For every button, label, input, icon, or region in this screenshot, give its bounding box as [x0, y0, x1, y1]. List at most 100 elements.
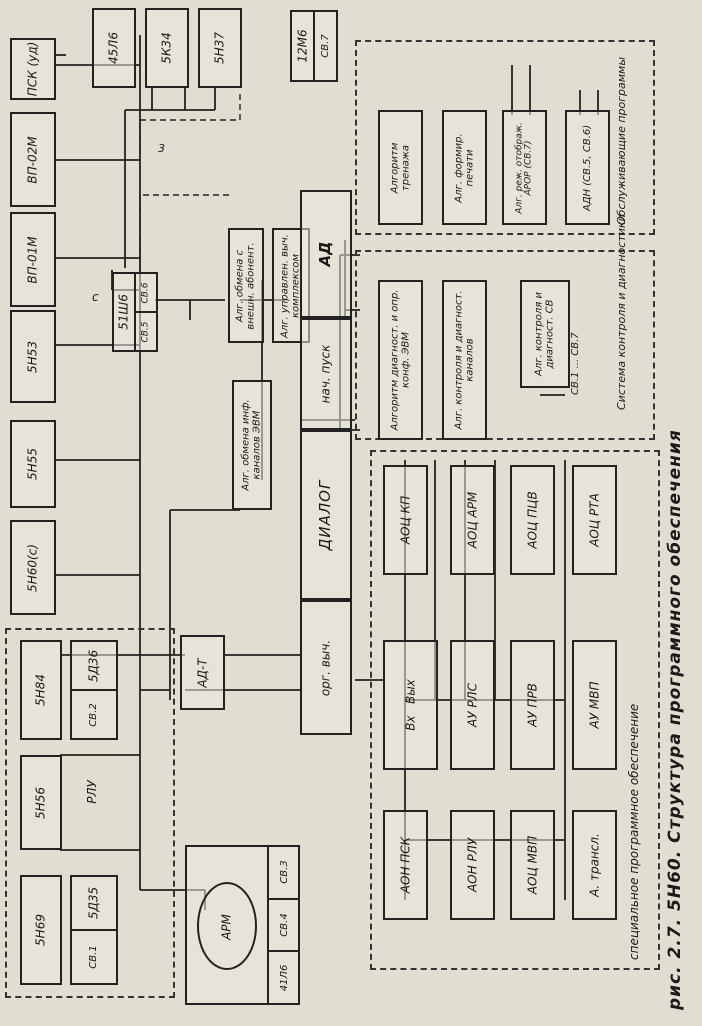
block-ad-t-label: АД-Т — [195, 657, 210, 688]
arm-label: АРМ — [219, 914, 234, 940]
device-5n84: 5Н84 — [20, 640, 62, 740]
arm-cb4: СВ.4 — [278, 913, 290, 937]
block-ad-label: АД — [316, 241, 335, 267]
device-vp02m: ВП-02М — [10, 112, 56, 207]
control-diagnostics-title: Система контроля и диагностики — [615, 214, 628, 410]
device-51sh6-cb5: СВ.5 — [140, 320, 151, 343]
block-aou-mvp-label: АОЦ МВП — [525, 835, 540, 895]
device-vp01m: ВП-01М — [10, 212, 56, 307]
block-a-transl: А. трансл. — [572, 810, 617, 920]
alg-diag-channels-label: Алг. контроля и диагност. каналов — [453, 290, 475, 430]
device-5k34: 5К34 — [145, 8, 189, 88]
special-software-group — [370, 450, 660, 970]
block-a-transl-label: А. трансл. — [587, 833, 602, 897]
device-5n37: 5Н37 — [198, 8, 242, 88]
device-5d36-label: 5Д36 — [86, 649, 101, 682]
block-org-calc: орг. выч. — [300, 600, 352, 735]
block-aon-psk: АОН ПСК — [383, 810, 428, 920]
device-5n53: 5Н53 — [10, 310, 56, 403]
alg-print: Алг. формир. печати — [442, 110, 487, 225]
device-5k34-label: 5К34 — [159, 32, 174, 64]
device-5d36: 5Д36 СВ.2 — [70, 640, 118, 740]
arm-comp: 41Л6 — [278, 964, 290, 991]
block-nach-pusk: нач. пуск — [300, 318, 352, 430]
device-5d35-label: 5Д35 — [86, 886, 101, 920]
device-5n60c: 5Н60(с) — [10, 520, 56, 615]
alg-adn: АДН (СВ.5, СВ.6) — [565, 110, 610, 225]
block-aou-arm: АОЦ АРМ — [450, 465, 495, 575]
block-aou-picv-label: АОЦ ПЦВ — [525, 491, 540, 549]
arm-cb3: СВ.3 — [278, 860, 290, 885]
service-programs-group — [355, 40, 655, 235]
block-au-prv-label: АУ ПРВ — [525, 683, 540, 727]
block-aou-arm-label: АОЦ АРМ — [465, 491, 480, 549]
device-5n53-label: 5Н53 — [25, 340, 40, 373]
arm-workstation: АРМ СВ.3 СВ.4 41Л6 — [185, 845, 300, 1005]
device-51sh6: 51Ш6 СВ.6 СВ.5 — [112, 272, 158, 352]
block-au-rls: АУ РЛС — [450, 640, 495, 770]
device-5n56-label: 5Н56 — [33, 786, 48, 819]
device-5d36-cb: СВ.2 — [87, 702, 99, 727]
block-aou-rta: АОЦ РТА — [572, 465, 617, 575]
alg-adn-label: АДН (СВ.5, СВ.6) — [581, 124, 593, 211]
device-51sh6-label: 51Ш6 — [116, 294, 131, 330]
block-vh-vyh-label: Вх Вых — [403, 679, 418, 731]
device-51sh6-cb6: СВ.6 — [140, 281, 151, 304]
alg-diag-channels: Алг. контроля и диагност. каналов — [442, 280, 487, 440]
block-aou-kp: АОЦ КП — [383, 465, 428, 575]
bus-label-3: 3 — [158, 142, 165, 155]
alg-print-label: Алг. формир. печати — [453, 132, 475, 203]
device-5n56: 5Н56 — [20, 755, 62, 850]
block-ad-t: АД-Т — [180, 635, 225, 710]
device-5d35-cb: СВ.1 — [87, 945, 99, 969]
block-ad: АД — [300, 190, 352, 318]
device-5n37-label: 5Н37 — [212, 32, 227, 64]
control-diagnostics-group — [355, 250, 655, 440]
block-nach-pusk-label: нач. пуск — [318, 344, 333, 404]
control-sv-range: СВ.1 ... СВ.7 — [570, 332, 581, 395]
alg-diag-config-label: Алгоритм диагност. и опр. конф. ЭВМ — [389, 289, 411, 431]
block-dialog-label: ДИАЛОГ — [316, 479, 335, 551]
device-5n55: 5Н55 — [10, 420, 56, 508]
device-psk-label: ПСК (уд) — [25, 41, 40, 97]
block-aon-rlu-label: АОН РЛУ — [465, 837, 480, 893]
alg-arop: Алг. реж. отображ. АРОР (СВ.7) — [502, 110, 547, 225]
block-org-calc-label: орг. выч. — [318, 639, 333, 696]
device-5d35: 5Д35 СВ.1 — [70, 875, 118, 985]
block-au-mvp-label: АУ МВП — [587, 681, 602, 729]
block-aou-picv: АОЦ ПЦВ — [510, 465, 555, 575]
alg-exchange-channels-label: Алг. обмена инф. каналов ЭВМ — [240, 399, 263, 491]
block-vh-vyh: Вх Вых — [383, 640, 438, 770]
device-vp01m-label: ВП-01М — [25, 235, 40, 284]
device-5n69: 5Н69 — [20, 875, 62, 985]
alg-training: Алгоритм тренажа — [378, 110, 423, 225]
alg-exchange-subscribers-label: Алг. обмена с внешн. абонент. — [234, 241, 257, 330]
rlu-label: РЛУ — [84, 780, 99, 804]
alg-exchange-subscribers: Алг. обмена с внешн. абонент. — [228, 228, 264, 343]
block-aou-mvp: АОЦ МВП — [510, 810, 555, 920]
device-5n55-label: 5Н55 — [25, 448, 40, 480]
block-au-mvp: АУ МВП — [572, 640, 617, 770]
alg-control-complex-label: Алг. управлен. выч. комплексом — [279, 233, 302, 338]
alg-diag-config: Алгоритм диагност. и опр. конф. ЭВМ — [378, 280, 423, 440]
alg-arop-label: Алг. реж. отображ. АРОР (СВ.7) — [514, 121, 534, 214]
device-12m6: 12М6 СВ.7 — [290, 10, 338, 82]
alg-diag-sv-label: Алг. контроля и диагност. СВ — [533, 292, 556, 376]
device-45l6-label: 45Л6 — [106, 32, 121, 64]
left-devices-group — [5, 628, 175, 998]
block-au-rls-label: АУ РЛС — [465, 683, 480, 727]
device-5n69-label: 5Н69 — [33, 914, 48, 946]
service-programs-title: Обслуживающие программы — [615, 56, 628, 225]
arm-display-icon — [197, 882, 257, 970]
block-aon-rlu: АОН РЛУ — [450, 810, 495, 920]
alg-exchange-channels: Алг. обмена инф. каналов ЭВМ — [232, 380, 272, 510]
device-45l6: 45Л6 — [92, 8, 136, 88]
figure-caption: рис. 2.7. 5Н60. Структура программного о… — [665, 429, 685, 1010]
block-aou-rta-label: АОЦ РТА — [587, 493, 602, 547]
device-psk: ПСК (уд) — [10, 38, 56, 100]
device-12m6-cb7: СВ.7 — [319, 34, 331, 58]
device-5n84-label: 5Н84 — [33, 674, 48, 706]
special-software-title: специальное программное обеспечение — [627, 703, 641, 960]
bus-label-c: с — [92, 290, 99, 304]
